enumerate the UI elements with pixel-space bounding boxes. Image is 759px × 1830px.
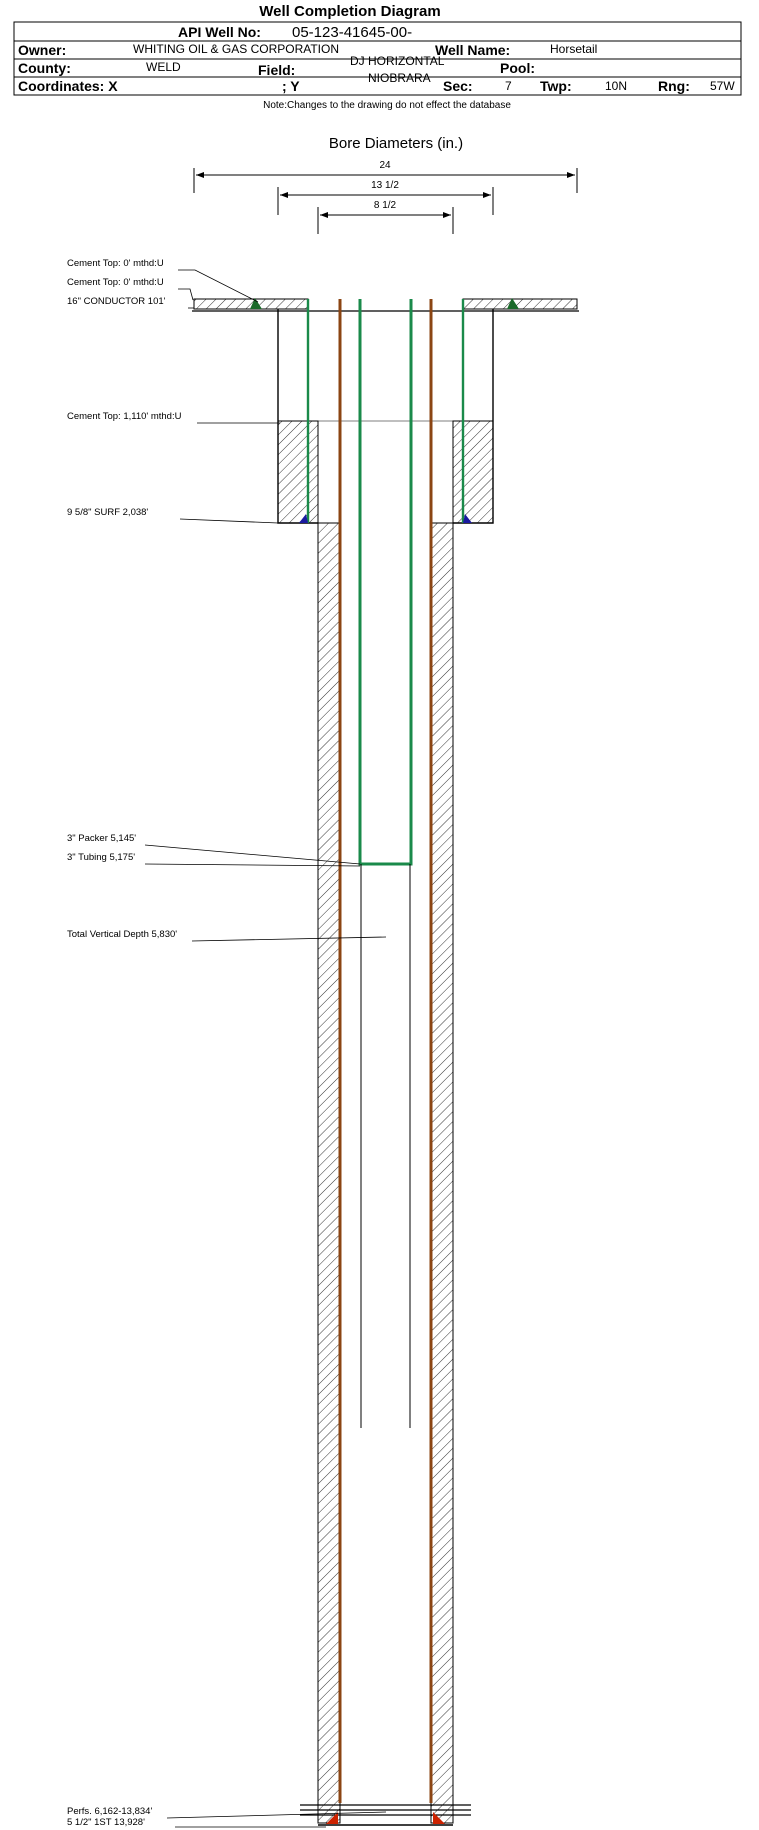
api-label: API Well No: [178, 24, 261, 40]
sec-label: Sec: [443, 78, 473, 94]
api-value: 05-123-41645-00- [292, 24, 412, 41]
bore-diameters-title: Bore Diameters (in.) [329, 135, 463, 152]
diagram-title: Well Completion Diagram [259, 3, 440, 20]
sec-value: 7 [505, 79, 512, 93]
cement-marker-right-surface [463, 514, 472, 523]
annotation-tvd: Total Vertical Depth 5,830' [67, 929, 177, 940]
cement-marker-left-production [326, 1812, 338, 1824]
annotation-cement-top-3: Cement Top: 1,110' mthd:U [67, 411, 182, 422]
production-annulus-right [430, 522, 454, 1824]
pool-label: Pool: [500, 60, 535, 76]
dimension-13-1-2-label: 13 1/2 [371, 180, 399, 191]
production-annulus-left [317, 522, 341, 1824]
well-name-value: Horsetail [550, 42, 597, 56]
leader-cement-top-2 [178, 288, 194, 301]
field-label: Field: [258, 62, 295, 78]
owner-label: Owner: [18, 42, 66, 58]
annotation-production-casing: 5 1/2" 1ST 13,928' [67, 1817, 145, 1828]
dimension-24-label: 24 [379, 160, 391, 171]
conductor-cement-right [462, 298, 578, 310]
leader-perfs [166, 1811, 387, 1819]
coordinates-y-label: ; Y [282, 78, 300, 94]
cement-marker-right-conductor [507, 298, 519, 309]
annotation-cement-top-2: Cement Top: 0' mthd:U [67, 277, 164, 288]
dimension-24: 24 [193, 160, 578, 193]
leader-tubing [144, 863, 361, 867]
twp-label: Twp: [540, 78, 572, 94]
leader-cement-top-1 [178, 269, 259, 303]
leader-tvd [191, 936, 387, 942]
cement-marker-left-surface [299, 514, 308, 523]
dimension-8-1-2-label: 8 1/2 [374, 200, 397, 211]
well-name-label: Well Name: [435, 42, 510, 58]
dimension-13-1-2: 13 1/2 [277, 180, 494, 215]
annotation-packer: 3" Packer 5,145' [67, 833, 136, 844]
leader-surface-casing [179, 518, 279, 524]
cement-marker-left-conductor [250, 298, 262, 309]
leader-packer [144, 844, 361, 865]
header-table [13, 21, 742, 96]
field-value-line1: DJ HORIZONTAL [350, 54, 445, 68]
field-value-line2: NIOBRARA [368, 71, 431, 85]
perforation-marks [300, 1804, 471, 1816]
owner-value: WHITING OIL & GAS CORPORATION [133, 42, 339, 56]
cement-marker-right-production [433, 1812, 445, 1824]
annotation-surface-casing: 9 5/8" SURF 2,038' [67, 507, 148, 518]
annotation-perfs: Perfs. 6,162-13,834' [67, 1806, 152, 1817]
surface-annulus-left [277, 420, 319, 524]
drawing-note: Note:Changes to the drawing do not effec… [263, 100, 511, 111]
annotation-conductor: 16" CONDUCTOR 101' [67, 296, 166, 307]
annotation-tubing: 3" Tubing 5,175' [67, 852, 135, 863]
county-value: WELD [146, 60, 181, 74]
rng-label: Rng: [658, 78, 690, 94]
twp-value: 10N [605, 79, 627, 93]
tubing-string [358, 299, 413, 866]
rng-value: 57W [710, 79, 735, 93]
annotation-cement-top-1: Cement Top: 0' mthd:U [67, 258, 164, 269]
county-label: County: [18, 60, 71, 76]
coordinates-x-label: Coordinates: X [18, 78, 118, 94]
dimension-8-1-2: 8 1/2 [317, 200, 454, 234]
surface-annulus-right [452, 420, 494, 524]
